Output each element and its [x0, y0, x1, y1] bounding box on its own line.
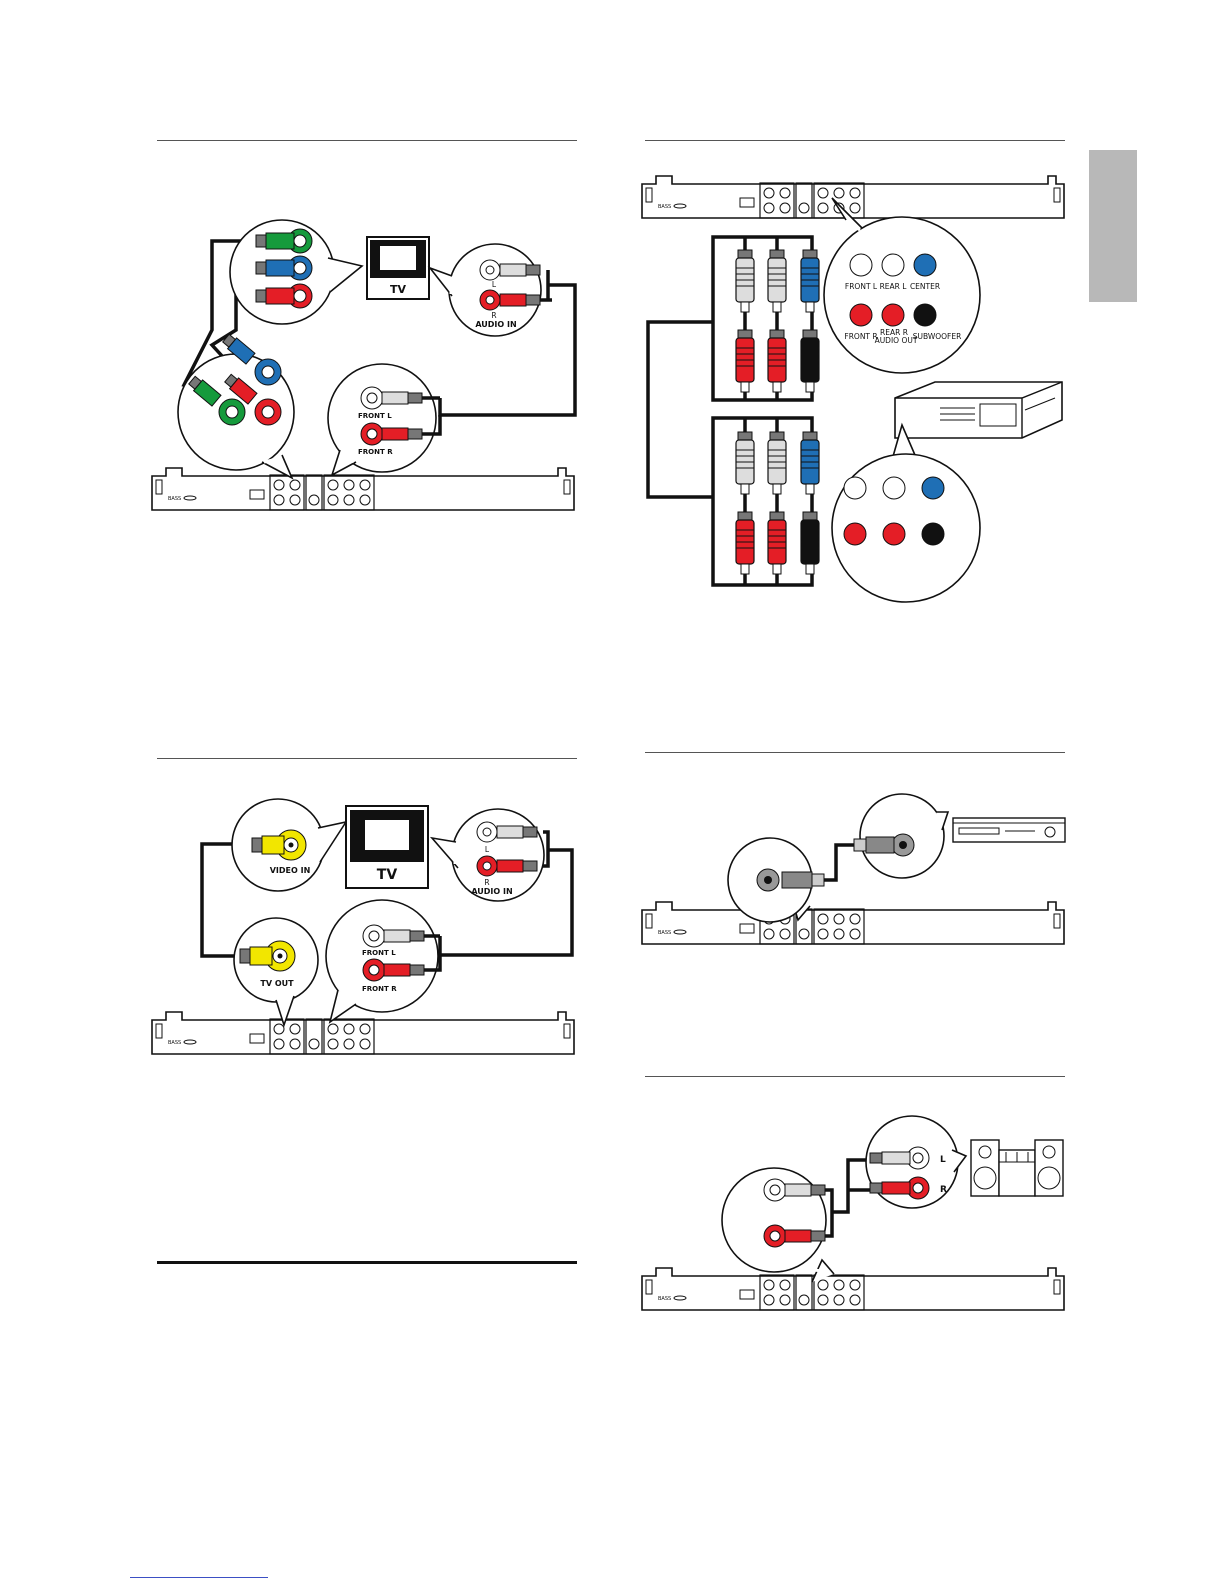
- mc-front-r-label: FRONT R: [844, 332, 877, 341]
- dvd-player-rear-panel-5: [642, 1268, 1064, 1310]
- front-r-label-2: FRONT R: [362, 985, 397, 993]
- video-in-label: VIDEO IN: [270, 866, 311, 875]
- audio-jack-r-label: R: [491, 311, 496, 320]
- front-r-label: FRONT R: [358, 448, 393, 456]
- stereo-jack-r-label: R: [940, 1185, 947, 1195]
- multichannel-audio-diagram: FRONT L REAR L CENTER FRONT R REAR R AUD…: [642, 176, 1064, 602]
- composite-video-diagram: VIDEO IN TV L R AUDIO IN TV OUT FRONT: [152, 799, 574, 1054]
- mc-subwoofer-label: SUBWOOFER: [913, 332, 962, 341]
- audio-jack-r-label-2: R: [484, 878, 489, 887]
- tv-label: TV: [390, 283, 407, 296]
- mc-audio-out-label: AUDIO OUT: [875, 336, 918, 345]
- dvd-player-rear-panel-3: [152, 1012, 574, 1054]
- mc-center-label: CENTER: [910, 282, 940, 291]
- digital-receiver-icon: [953, 818, 1065, 842]
- coaxial-digital-diagram: [642, 794, 1065, 944]
- stereo-audio-diagram: L R: [642, 1116, 1064, 1310]
- component-video-diagram: TV L R AUDIO IN FRONT L FRONT R: [152, 220, 575, 510]
- tv-out-label: TV OUT: [260, 979, 294, 988]
- audio-in-label-2: AUDIO IN: [471, 887, 512, 896]
- av-receiver-icon: [895, 382, 1062, 438]
- dvd-player-rear-panel-2: [642, 176, 1064, 218]
- front-l-label: FRONT L: [358, 412, 392, 420]
- audio-in-label: AUDIO IN: [475, 320, 516, 329]
- dvd-player-rear-panel: [152, 468, 574, 510]
- mc-front-l-label: FRONT L: [845, 282, 878, 291]
- stereo-system-icon: [971, 1140, 1063, 1196]
- front-l-label-2: FRONT L: [362, 949, 396, 957]
- mc-rear-l-label: REAR L: [880, 282, 908, 291]
- dvd-player-rear-panel-4: [642, 902, 1064, 944]
- stereo-jack-l-label: L: [940, 1155, 946, 1165]
- tv-label-2: TV: [377, 867, 398, 883]
